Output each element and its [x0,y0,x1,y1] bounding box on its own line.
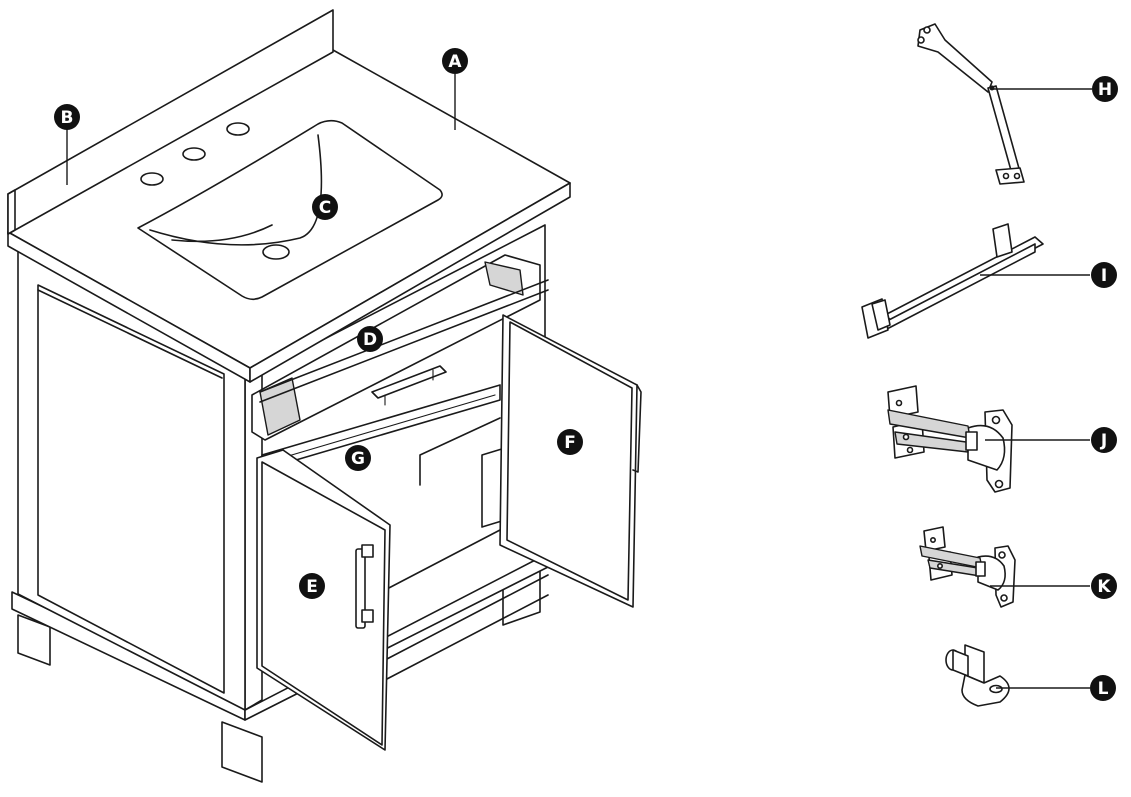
leader-lines [66,74,1092,689]
callout-f-label: F [564,433,576,453]
shelf-support-part [945,644,1010,707]
callout-b: B [54,104,80,130]
callout-h: H [1092,76,1118,102]
callout-k: K [1091,573,1117,599]
callout-c: C [312,194,338,220]
callout-e-label: E [306,577,318,597]
callout-l: L [1090,675,1116,701]
callout-g: G [345,445,371,471]
hinge-j-part [887,385,1013,493]
callout-i-label: I [1101,266,1107,286]
callout-g-label: G [351,449,365,469]
vanity-cabinet [7,9,642,783]
anti-tip-bracket-part [917,23,1025,185]
callout-j-label: J [1100,431,1107,451]
callout-k-label: K [1097,577,1111,597]
callout-a: A [442,48,468,74]
callout-i: I [1091,262,1117,288]
callout-a-label: A [448,52,462,72]
callout-l-label: L [1098,679,1109,699]
hinge-k-part [919,526,1016,608]
callout-d-label: D [363,330,377,350]
callout-j: J [1091,427,1117,453]
callout-h-label: H [1098,80,1112,100]
handle-part [861,223,1044,339]
callout-e: E [299,573,325,599]
callout-f: F [557,429,583,455]
callout-c-label: C [319,198,331,218]
callout-d: D [357,326,383,352]
callout-b-label: B [61,108,74,128]
